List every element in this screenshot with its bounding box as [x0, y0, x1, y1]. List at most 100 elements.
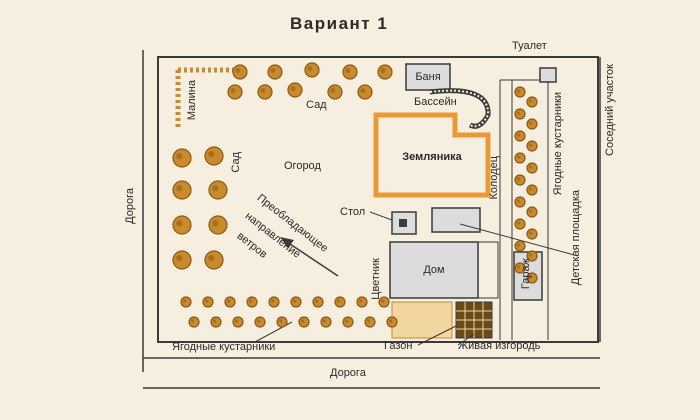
shrub-shade	[380, 68, 386, 74]
label-hedge: Живая изгородь	[458, 340, 541, 352]
wind-arrowhead	[280, 237, 294, 248]
shrub	[232, 64, 248, 80]
wind-arrow	[283, 239, 339, 277]
shrub-shade	[366, 319, 371, 323]
label-vegetable: Огород	[284, 160, 321, 172]
label-berry-bottom: Ягодные кустарники	[172, 341, 276, 353]
shrub	[357, 84, 373, 100]
shrub-shade	[516, 221, 521, 225]
shrub-shade	[260, 88, 266, 94]
label-road-bottom: Дорога	[330, 367, 366, 379]
shrub	[526, 96, 538, 108]
shrub-shade	[256, 319, 261, 323]
shrub	[172, 180, 192, 200]
shrub-shade	[176, 185, 183, 192]
shrub	[514, 130, 526, 142]
label-bath: Баня	[415, 71, 441, 83]
label-strawberry: Земляника	[402, 151, 462, 163]
shrub-shade	[248, 299, 253, 303]
shrub-shade	[330, 88, 336, 94]
shrub	[246, 296, 258, 308]
shrub-shade	[516, 89, 521, 93]
shrub-shade	[204, 299, 209, 303]
shrub	[208, 180, 228, 200]
shrub	[342, 316, 354, 328]
shrub	[514, 174, 526, 186]
shrub-shade	[380, 299, 385, 303]
label-house: Дом	[423, 264, 445, 276]
shrub	[526, 140, 538, 152]
shrub-shade	[270, 299, 275, 303]
shrub-shade	[528, 275, 533, 279]
shrub	[304, 62, 320, 78]
shrub-shade	[344, 319, 349, 323]
shrub-shade	[322, 319, 327, 323]
flowerbed	[391, 301, 453, 339]
shrub	[257, 84, 273, 100]
bath-building	[405, 63, 451, 91]
shrub-shade	[345, 68, 351, 74]
shrub	[514, 196, 526, 208]
shrub-shade	[208, 255, 215, 262]
shrub	[514, 86, 526, 98]
shrub-shade	[528, 121, 533, 125]
shrub	[327, 84, 343, 100]
shrub-shade	[360, 88, 366, 94]
shrub	[526, 250, 538, 262]
shrub	[514, 152, 526, 164]
shrub-shade	[388, 319, 393, 323]
shrub	[267, 64, 283, 80]
shrub-shade	[516, 243, 521, 247]
shrub-shade	[516, 111, 521, 115]
shrub	[290, 296, 302, 308]
shrub	[320, 316, 332, 328]
shrub-shade	[300, 319, 305, 323]
label-pool: Бассейн	[414, 96, 457, 108]
shrub-shade	[278, 319, 283, 323]
shrub-shade	[230, 88, 236, 94]
shrub-shade	[176, 255, 183, 262]
shrub-shade	[358, 299, 363, 303]
shrub	[342, 64, 358, 80]
shrub-shade	[182, 299, 187, 303]
shrub	[287, 82, 303, 98]
shrub	[526, 228, 538, 240]
leader-playground	[459, 223, 579, 257]
page-title: Вариант 1	[290, 14, 389, 33]
shrub-shade	[212, 319, 217, 323]
toilet-building	[539, 67, 557, 83]
shrub	[514, 218, 526, 230]
shrub	[364, 316, 376, 328]
shrub	[514, 240, 526, 252]
shrub	[208, 215, 228, 235]
shrub-shade	[516, 155, 521, 159]
shrub	[227, 84, 243, 100]
label-garden-top: Сад	[306, 99, 327, 111]
shrub	[268, 296, 280, 308]
label-flowerbed: Цветник	[370, 258, 382, 300]
label-berry-right: Ягодные кустарники	[552, 92, 564, 196]
shrub	[276, 316, 288, 328]
house-building	[389, 241, 479, 299]
shrub-shade	[292, 299, 297, 303]
playground-pad	[431, 207, 481, 233]
shrub	[378, 296, 390, 308]
shrub	[526, 184, 538, 196]
shrub-shade	[208, 151, 215, 158]
shrub-shade	[176, 153, 183, 160]
shrub-shade	[212, 220, 219, 227]
shrub	[514, 262, 526, 274]
shrub	[298, 316, 310, 328]
shrub-shade	[528, 253, 533, 257]
label-well: Колодец	[488, 156, 500, 200]
label-neighbor: Соседний участок	[604, 64, 616, 156]
shrub-shade	[528, 187, 533, 191]
shrub	[526, 206, 538, 218]
shrub	[312, 296, 324, 308]
shrub-shade	[270, 68, 276, 74]
shrub-shade	[528, 231, 533, 235]
shrub-shade	[176, 220, 183, 227]
shrub	[172, 250, 192, 270]
label-toilet: Туалет	[512, 40, 547, 52]
leader-table	[369, 211, 393, 221]
